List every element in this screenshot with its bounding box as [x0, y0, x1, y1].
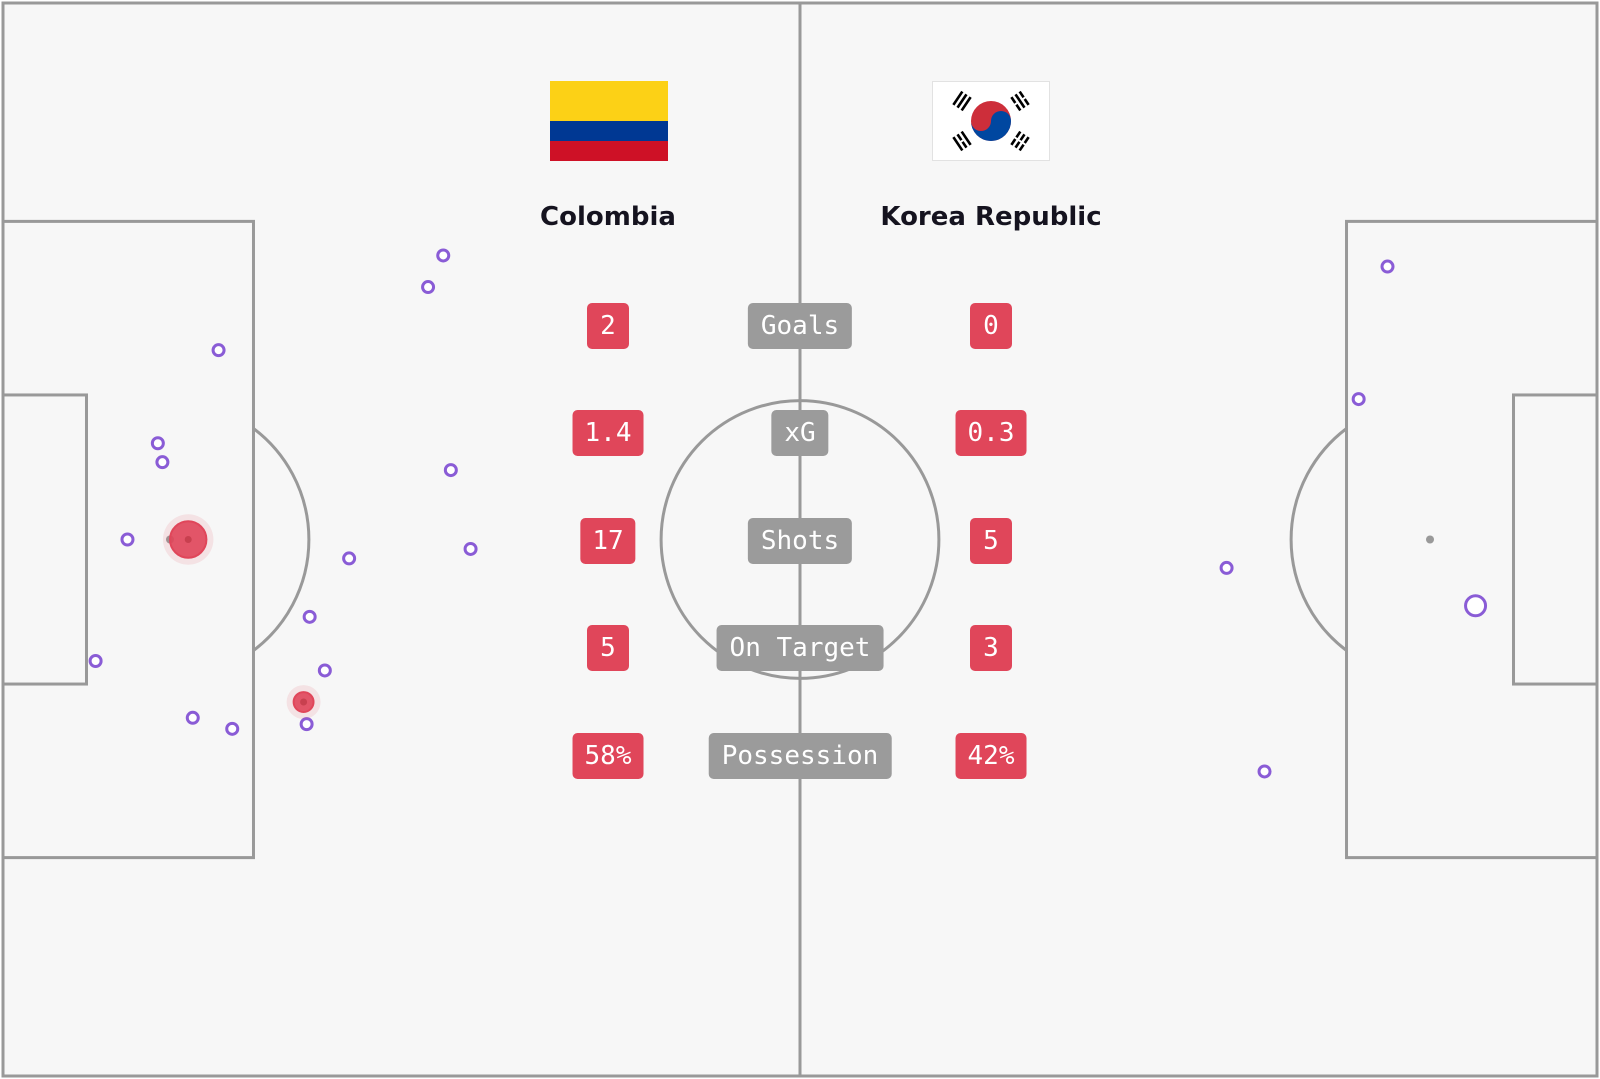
right-six-yard-box — [1512, 393, 1599, 686]
away-stat-value: 0 — [970, 303, 1012, 349]
home-stat-value: 17 — [580, 518, 636, 564]
goal-shot-marker — [163, 514, 214, 565]
home-shot-marker — [185, 710, 200, 725]
away-stat-value: 0.3 — [955, 410, 1027, 456]
stat-row: 5 On Target 3 — [0, 625, 1600, 671]
goal-shot-center — [300, 698, 308, 706]
home-shot-marker — [463, 541, 478, 556]
home-shot-marker — [211, 343, 226, 358]
away-team-name: Korea Republic — [880, 202, 1102, 232]
away-stat-value: 3 — [970, 625, 1012, 671]
home-stat-value: 1.4 — [572, 410, 644, 456]
home-shot-marker — [302, 609, 317, 624]
center-circle — [659, 399, 941, 680]
goal-shot-center — [184, 536, 192, 543]
home-shot-marker — [150, 436, 165, 451]
colombia-flag-icon — [550, 81, 668, 161]
home-shot-marker — [155, 455, 170, 470]
home-shot-marker — [436, 248, 451, 263]
stat-label: Possession — [708, 733, 892, 779]
home-shot-marker — [225, 721, 240, 736]
home-stat-value: 5 — [587, 625, 629, 671]
korea-flag-icon — [932, 81, 1050, 161]
left-penalty-arc — [252, 427, 311, 652]
stat-label: Goals — [747, 303, 853, 349]
stat-label: xG — [771, 410, 829, 456]
away-stat-value: 5 — [970, 518, 1012, 564]
stat-row: 2 Goals 0 — [0, 303, 1600, 349]
left-six-yard-box — [1, 393, 88, 686]
goal-shot-marker — [286, 685, 321, 719]
home-shot-marker — [299, 717, 314, 732]
away-shot-marker — [1380, 259, 1395, 274]
home-stat-value: 58% — [572, 733, 644, 779]
away-shot-marker — [1464, 594, 1488, 618]
stat-label: Shots — [747, 518, 853, 564]
home-shot-marker — [443, 463, 458, 478]
home-shot-marker — [342, 551, 357, 566]
home-shot-marker — [120, 532, 135, 547]
shot-layer — [88, 248, 1488, 779]
home-team-name: Colombia — [540, 202, 676, 232]
home-shot-marker — [88, 654, 103, 669]
away-shot-marker — [1257, 764, 1272, 779]
stat-row: 17 Shots 5 — [0, 518, 1600, 564]
away-stat-value: 42% — [955, 733, 1027, 779]
right-penalty-arc — [1289, 427, 1348, 652]
home-shot-marker — [317, 663, 332, 678]
away-shot-marker — [1219, 560, 1234, 575]
home-stat-value: 2 — [587, 303, 629, 349]
stat-label: On Target — [716, 625, 884, 671]
right-penalty-spot — [1426, 535, 1435, 544]
home-shot-marker — [421, 280, 436, 295]
stat-row: 1.4 xG 0.3 — [0, 410, 1600, 456]
stat-row: 58% Possession 42% — [0, 733, 1600, 779]
away-shot-marker — [1351, 392, 1366, 407]
